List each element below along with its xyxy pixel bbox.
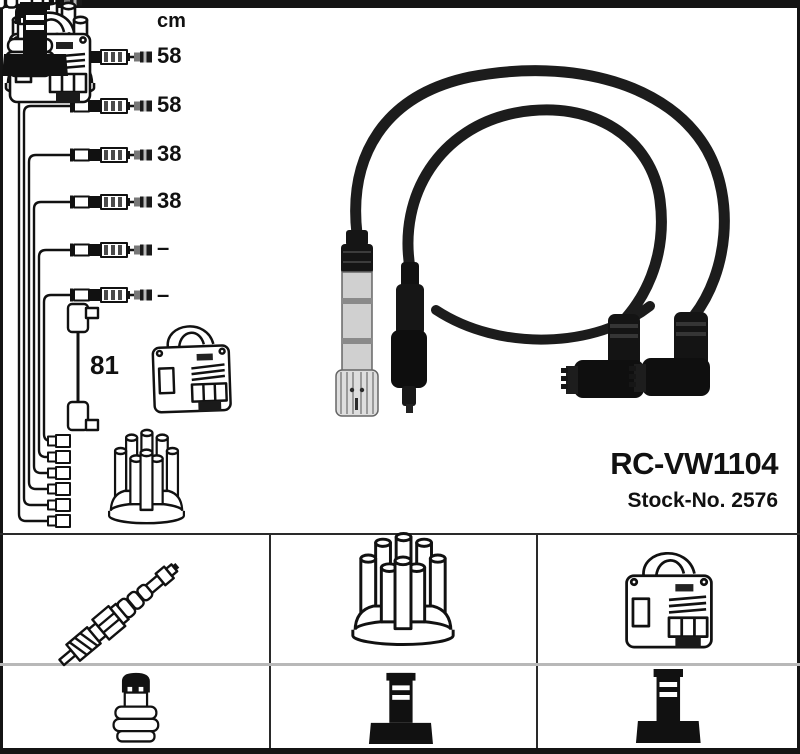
frame-border-left	[0, 0, 3, 754]
frame-border-bottom	[0, 748, 800, 754]
cable-length-label: –	[157, 235, 170, 260]
ignition-coil-icon	[625, 551, 713, 650]
stock-number: Stock-No. 2576	[627, 489, 778, 512]
coil-cable-length-label: 81	[90, 350, 119, 380]
ignition-coil-icon	[150, 323, 233, 415]
legend-grid-divider-v1	[269, 533, 271, 748]
angled-boot	[629, 312, 710, 396]
legend-grid-divider-h	[0, 663, 800, 666]
frame-border-right	[797, 0, 800, 754]
cable-length-label: 58	[157, 43, 182, 68]
spark-plug-icon	[52, 554, 187, 674]
cable-length-label: 38	[157, 188, 182, 213]
legend-grid-top-border	[0, 533, 800, 535]
legend-grid-divider-v2	[536, 533, 538, 748]
photo-cables	[350, 65, 730, 345]
angled-boot	[561, 314, 644, 398]
cable-bus-wires	[17, 55, 72, 523]
spark-plug-boot-icon	[112, 671, 160, 743]
cable-set-photo	[335, 65, 730, 417]
metal-plug-connector	[335, 230, 379, 417]
frame-border-top	[0, 0, 800, 8]
distributor-connector-icon	[368, 672, 433, 744]
schematic-cable-diagram	[0, 0, 154, 528]
unit-header: cm	[157, 10, 186, 32]
cable-length-label: 38	[157, 141, 182, 166]
part-number: RC-VW1104	[610, 446, 778, 481]
distributor-cap-icon	[351, 532, 455, 646]
coil-connector-icon	[635, 669, 701, 743]
cable-length-label: 58	[157, 92, 182, 117]
cable-length-label: –	[157, 282, 170, 307]
distributor-cap-icon	[107, 428, 186, 525]
straight-boot	[391, 262, 427, 413]
